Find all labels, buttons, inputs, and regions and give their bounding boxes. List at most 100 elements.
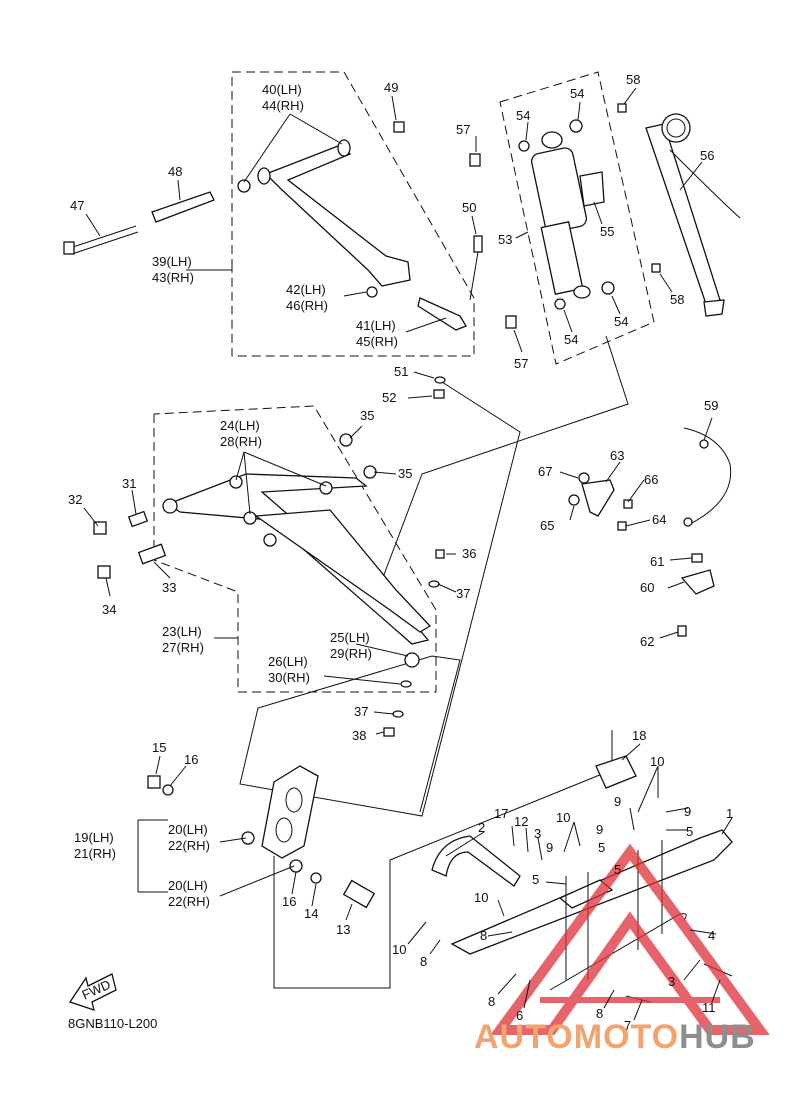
callout-labels: 40(LH) 44(RH) 49 48 47 39(LH) 43(RH) 42(… xyxy=(68,72,733,1033)
callout: 56 xyxy=(700,148,714,163)
callout: 16 xyxy=(282,894,296,909)
callout: 34 xyxy=(102,602,116,617)
watermark-text: AUTOMOTOHUB xyxy=(474,1018,756,1057)
callout: 54 xyxy=(564,332,578,347)
callout: 40(LH) xyxy=(262,82,302,97)
callout: 9 xyxy=(596,822,603,837)
lower-arm-group-box xyxy=(153,405,437,693)
callout: 20(LH) xyxy=(168,822,208,837)
callout: 24(LH) xyxy=(220,418,260,433)
callout: 33 xyxy=(162,580,176,595)
callout: 8 xyxy=(480,928,487,943)
callout: 49 xyxy=(384,80,398,95)
leader-lines xyxy=(83,87,733,1021)
routing-line-arm-to-spindle xyxy=(239,381,521,817)
callout: 10 xyxy=(392,942,406,957)
callout: 52 xyxy=(382,390,396,405)
callout: 4 xyxy=(708,928,715,943)
callout: 3 xyxy=(534,826,541,841)
watermark-part2: HUB xyxy=(679,1018,756,1056)
callout: 9 xyxy=(614,794,621,809)
callout: 20(LH) xyxy=(168,878,208,893)
upper-a-arm xyxy=(237,121,411,287)
callout: 58 xyxy=(670,292,684,307)
callout: 26(LH) xyxy=(268,654,308,669)
callout: 37 xyxy=(456,586,470,601)
callout: 30(RH) xyxy=(268,670,310,685)
callout: 48 xyxy=(168,164,182,179)
callout: 57 xyxy=(514,356,528,371)
callout: 39(LH) xyxy=(152,254,192,269)
callout: 2 xyxy=(478,820,485,835)
callout: 9 xyxy=(684,804,691,819)
air-shock xyxy=(645,113,741,317)
callout: 54 xyxy=(614,314,628,329)
upper-arm-group-box xyxy=(231,71,475,357)
callout: 23(LH) xyxy=(162,624,202,639)
callout: 65 xyxy=(540,518,554,533)
callout: 35 xyxy=(398,466,412,481)
callout: 57 xyxy=(456,122,470,137)
callout: 62 xyxy=(640,634,654,649)
steering-linkage xyxy=(568,472,633,531)
callout: 37 xyxy=(354,704,368,719)
callout: 5 xyxy=(598,840,605,855)
callout: 8 xyxy=(488,994,495,1009)
callout: 41(LH) xyxy=(356,318,396,333)
callout: 64 xyxy=(652,512,666,527)
callout: 22(RH) xyxy=(168,838,210,853)
callout: 42(LH) xyxy=(286,282,326,297)
callout: 1 xyxy=(726,806,733,821)
callout: 55 xyxy=(600,224,614,239)
callout: 3 xyxy=(668,974,675,989)
routing-line-shock-to-ski xyxy=(381,335,629,581)
callout: 18 xyxy=(632,728,646,743)
callout: 10 xyxy=(474,890,488,905)
callout: 59 xyxy=(704,398,718,413)
callout: 44(RH) xyxy=(262,98,304,113)
lower-a-arm xyxy=(93,433,445,737)
callout: 28(RH) xyxy=(220,434,262,449)
callout: 29(RH) xyxy=(330,646,372,661)
callout: 66 xyxy=(644,472,658,487)
callout: 61 xyxy=(650,554,664,569)
callout: 10 xyxy=(556,810,570,825)
tie-rod xyxy=(366,235,483,399)
callout: 51 xyxy=(394,364,408,379)
callout: 15 xyxy=(152,740,166,755)
callout: 19(LH) xyxy=(74,830,114,845)
callout: 58 xyxy=(626,72,640,87)
callout: 8 xyxy=(420,954,427,969)
callout: 8 xyxy=(596,1006,603,1021)
ski xyxy=(431,755,733,1003)
callout: 5 xyxy=(614,862,621,877)
callout: 21(RH) xyxy=(74,846,116,861)
callout: 53 xyxy=(498,232,512,247)
callout: 43(RH) xyxy=(152,270,194,285)
callout: 36 xyxy=(462,546,476,561)
callout: 5 xyxy=(686,824,693,839)
callout: 63 xyxy=(610,448,624,463)
callout: 9 xyxy=(546,840,553,855)
callout: 16 xyxy=(184,752,198,767)
spindle xyxy=(147,765,376,909)
callout: 60 xyxy=(640,580,654,595)
callout: 35 xyxy=(360,408,374,423)
callout: 5 xyxy=(532,872,539,887)
diagram-code: 8GNB110-L200 xyxy=(68,1016,158,1031)
callout: 47 xyxy=(70,198,84,213)
callout: 11 xyxy=(702,1000,716,1015)
callout: 45(RH) xyxy=(356,334,398,349)
callout: 54 xyxy=(570,86,584,101)
callout: 67 xyxy=(538,464,552,479)
shock-absorber xyxy=(469,103,661,329)
callout: 10 xyxy=(650,754,664,769)
callout: 7 xyxy=(624,1018,631,1033)
callout: 54 xyxy=(516,108,530,123)
shock-group-box xyxy=(499,71,655,365)
callout: 25(LH) xyxy=(330,630,370,645)
callout: 17 xyxy=(494,806,508,821)
callout: 31 xyxy=(122,476,136,491)
watermark-logo xyxy=(490,843,770,1035)
